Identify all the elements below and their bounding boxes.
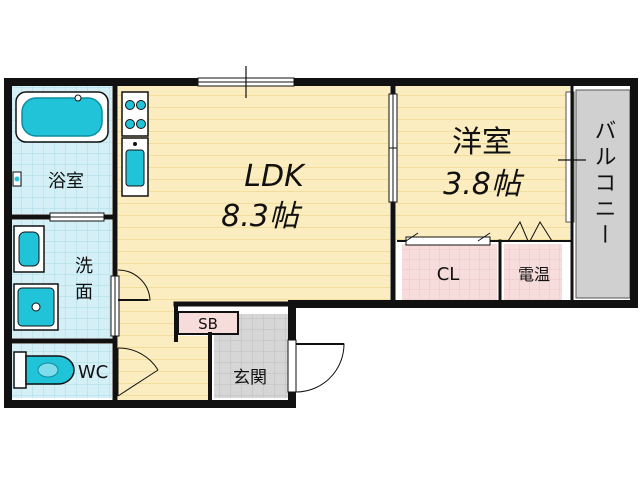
floors xyxy=(12,86,631,400)
western-room-name: 洋室 xyxy=(452,125,512,160)
hall-floor xyxy=(118,336,212,400)
closet-floor xyxy=(402,244,497,300)
bath-door xyxy=(49,212,105,222)
stove-icon xyxy=(121,91,149,137)
washroom-label-2: 面 xyxy=(75,282,93,303)
openings xyxy=(49,66,586,397)
window-ldk xyxy=(197,66,295,98)
shower-icon xyxy=(12,171,22,187)
water-heater-label: 電温 xyxy=(518,265,550,284)
shoe-box-label: SB xyxy=(198,315,218,333)
labels: LDK 8.3帖 洋室 3.8帖 浴室 洗 面 WC CL 電温 玄関 SB バ… xyxy=(48,119,616,388)
closet-label: CL xyxy=(437,264,460,285)
toilet-icon xyxy=(13,351,75,389)
washroom-label-1: 洗 xyxy=(75,256,93,277)
sliding-door-washroom xyxy=(110,275,120,337)
toilet-door xyxy=(117,347,159,397)
water-heater-floor xyxy=(504,244,562,300)
walls xyxy=(4,78,638,408)
sliding-door-western xyxy=(388,93,398,203)
wash-basin-icon xyxy=(13,225,45,273)
corridor-door xyxy=(117,269,151,301)
closet-doors xyxy=(405,220,553,246)
toilet-label: WC xyxy=(78,362,108,383)
western-room-size: 3.8帖 xyxy=(443,167,525,202)
bath-label: 浴室 xyxy=(48,171,84,192)
washing-machine-icon xyxy=(13,283,59,331)
entrance-label: 玄関 xyxy=(233,368,267,388)
entrance-door xyxy=(287,339,345,393)
ldk-size: 8.3帖 xyxy=(221,199,303,234)
kitchen-sink-icon xyxy=(121,137,149,197)
ldk-floor xyxy=(118,86,390,304)
bathtub-icon xyxy=(15,91,109,143)
balcony-label: バルコニー xyxy=(591,119,616,249)
western-room-floor xyxy=(396,86,570,240)
fixtures xyxy=(12,91,149,389)
ldk-name: LDK xyxy=(244,159,306,194)
balcony-rail xyxy=(565,91,575,223)
